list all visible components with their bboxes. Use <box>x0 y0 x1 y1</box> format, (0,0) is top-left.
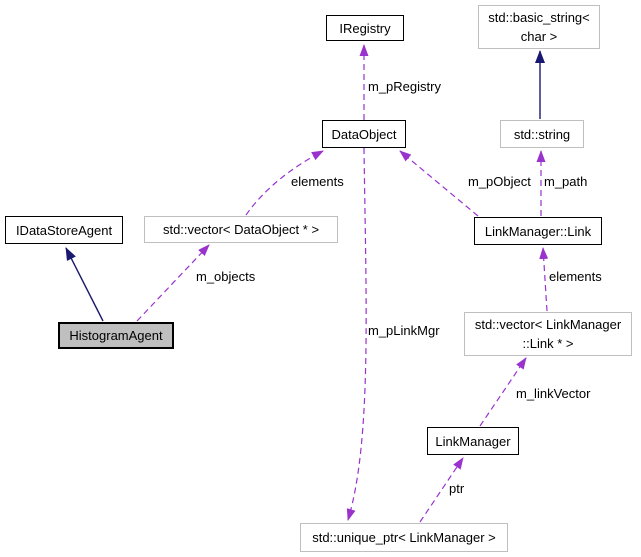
class-node-unique-ptr: std::unique_ptr< LinkManager > <box>300 523 508 552</box>
edge-linkmanager-m-linkvector <box>479 357 527 427</box>
class-node-vector-linkmanager-link: std::vector< LinkManager ::Link * > <box>464 312 632 356</box>
edge-label-m-pregistry: m_pRegistry <box>368 79 441 94</box>
class-node-linkmanager-link[interactable]: LinkManager::Link <box>474 217 602 245</box>
edge-label-m-objects: m_objects <box>196 269 256 284</box>
edge-label-m-linkvector: m_linkVector <box>516 386 591 401</box>
class-node-iregistry[interactable]: IRegistry <box>326 15 404 41</box>
edge-dataobject-m-plinkmgr <box>346 147 367 521</box>
edge-label-elements-dataobject: elements <box>291 174 344 189</box>
class-node-idatastoreagent[interactable]: IDataStoreAgent <box>5 216 123 244</box>
edge-uniqueptr-ptr <box>419 457 464 523</box>
edge-histogramagent-m-objects <box>136 244 210 322</box>
class-node-std-string: std::string <box>500 120 584 148</box>
class-node-linkmanager[interactable]: LinkManager <box>427 427 519 455</box>
edge-vectorlink-elements <box>539 247 549 312</box>
edge-link-m-pobject <box>399 150 479 217</box>
edge-label-elements-link: elements <box>549 269 602 284</box>
class-node-vector-dataobject: std::vector< DataObject * > <box>144 216 338 243</box>
edge-label-m-pobject: m_pObject <box>468 174 531 189</box>
edge-label-m-plinkmgr: m_pLinkMgr <box>368 323 440 338</box>
class-node-basic-string: std::basic_string< char > <box>478 5 600 49</box>
edge-label-m-path: m_path <box>544 174 588 189</box>
edge-label-ptr: ptr <box>449 481 465 496</box>
class-node-histogramagent[interactable]: HistogramAgent <box>58 322 174 349</box>
edge-histogramagent-idatastoreagent-inherit <box>65 247 104 322</box>
class-node-dataobject[interactable]: DataObject <box>322 120 406 148</box>
